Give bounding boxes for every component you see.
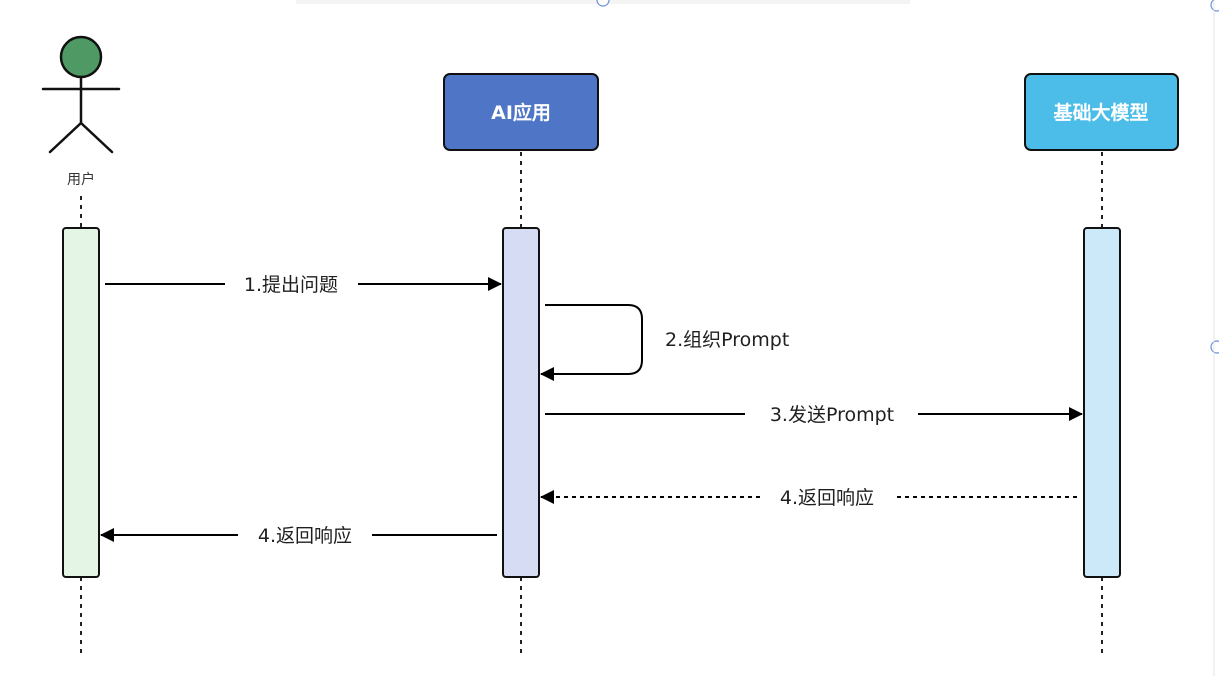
self-message-line (540, 304, 643, 381)
message-label: 2.组织Prompt (665, 329, 789, 351)
activation-bar-app[interactable] (502, 227, 540, 578)
participant-ai-app[interactable]: AI应用 (443, 73, 599, 151)
actor-user[interactable]: 用户 (41, 35, 121, 188)
connection-handle[interactable] (1210, 340, 1219, 354)
actor-label: 用户 (67, 171, 95, 188)
participant-label: AI应用 (491, 101, 551, 124)
message-2[interactable]: 2.组织Prompt (540, 304, 789, 381)
participant-label: 基础大模型 (1052, 101, 1148, 124)
message-3[interactable]: 3.发送Prompt (545, 404, 1083, 426)
message-label: 1.提出问题 (244, 274, 338, 296)
message-5-return[interactable]: 4.返回响应 (100, 525, 497, 547)
participant-base-model[interactable]: 基础大模型 (1024, 73, 1179, 151)
message-label: 4.返回响应 (258, 525, 352, 547)
actor-head (59, 35, 103, 79)
connection-handle[interactable] (1210, 0, 1219, 12)
message-label: 3.发送Prompt (770, 404, 894, 426)
participant-box (1024, 73, 1179, 151)
actor-leg-left (48, 121, 83, 154)
actor-leg-right (79, 121, 114, 154)
message-4-return[interactable]: 4.返回响应 (540, 487, 1077, 509)
activation-bar-model[interactable] (1083, 227, 1121, 578)
connection-handle[interactable] (596, 0, 610, 7)
participant-box (443, 73, 599, 151)
message-1[interactable]: 1.提出问题 (105, 274, 502, 296)
message-label: 4.返回响应 (780, 487, 874, 509)
activation-bar-user[interactable] (62, 227, 100, 578)
